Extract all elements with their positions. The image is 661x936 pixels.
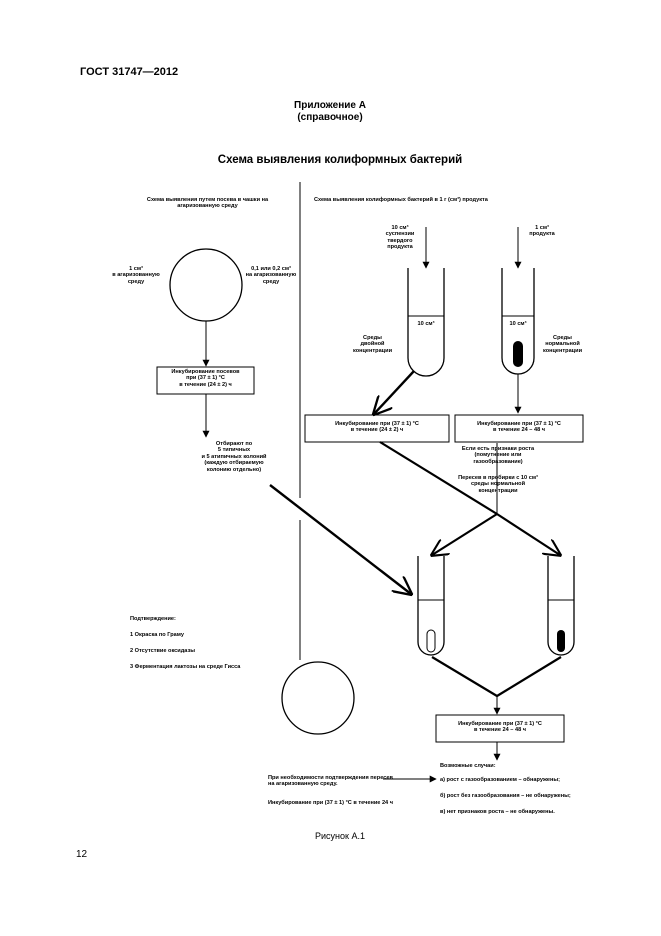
test-tube-3 xyxy=(417,556,445,656)
line-incub1-to-split xyxy=(379,441,498,515)
line-tube3-to-join xyxy=(431,656,498,697)
incubation-left-text: Инкубирование посевов при (37 ± 1) °С в … xyxy=(171,369,240,388)
arrow-tube-1-to-incubation xyxy=(374,370,415,414)
tube-3-insert xyxy=(426,629,436,653)
incubation-box-right-3 xyxy=(435,714,565,743)
petri-dish-bottom xyxy=(281,661,355,735)
bottom-incubation: Инкубирование при (37 ± 1) °С в течение … xyxy=(268,800,393,806)
bottom-note: При необходимости подтверждения пересев … xyxy=(268,775,393,788)
figure-title: Схема выявления колиформных бактерий xyxy=(217,154,463,166)
tube-4-gas-insert xyxy=(557,630,565,652)
annex-subtitle: (справочное) xyxy=(297,112,363,123)
page-number: 12 xyxy=(76,849,88,860)
case-b: б) рост без газообразования – не обнаруж… xyxy=(440,793,571,799)
volume-right-label: 0,1 или 0,2 см³ на агаризованную среду xyxy=(245,266,297,285)
select-colonies-text: Отбирают по 5 типичных и 5 атипичных кол… xyxy=(201,441,267,473)
reseed-text: Пересев в пробирки с 10 см³ среды нормал… xyxy=(458,475,538,494)
medium-normal-label: Среды нормальной концентрации xyxy=(542,335,583,354)
incubation-right-1-text: Инкубирование при (37 ± 1) °С в течение … xyxy=(335,421,419,434)
case-c: в) нет признаков роста – не обнаружены. xyxy=(440,809,555,815)
annex-title: Приложение А xyxy=(294,100,366,111)
right-heading: Схема выявления колиформных бактерий в 1… xyxy=(314,197,488,203)
line-split-right xyxy=(496,513,560,555)
left-heading: Схема выявления путем посева в чашки на … xyxy=(146,197,269,210)
tube-1-volume: 10 см³ xyxy=(417,321,435,327)
petri-dish-top xyxy=(169,248,243,322)
incubation-right-2-text: Инкубирование при (37 ± 1) °С в течение … xyxy=(477,421,561,434)
standard-header: ГОСТ 31747—2012 xyxy=(80,66,179,78)
tube-2-gas-insert xyxy=(513,341,523,367)
tube-1-label: 10 см³ суспензии твердого продукта xyxy=(385,225,415,251)
incubation-box-right-2 xyxy=(454,414,584,443)
growth-condition-text: Если есть признаки роста (помутнение или… xyxy=(461,446,535,465)
line-tube4-to-join xyxy=(496,656,562,697)
cases-title: Возможные случаи: xyxy=(440,763,496,769)
test-tube-4 xyxy=(547,556,575,656)
confirm-title: Подтверждение: xyxy=(130,616,176,622)
confirm-step-1: 1 Окраска по Граму xyxy=(130,632,184,638)
test-tube-1 xyxy=(407,268,445,377)
line-split-left xyxy=(432,513,498,555)
confirm-step-2: 2 Отсутствие оксидазы xyxy=(130,648,196,654)
incubation-box-right-1 xyxy=(304,414,450,443)
tube-2-volume: 10 см³ xyxy=(509,321,527,327)
incubation-right-3-text: Инкубирование при (37 ± 1) °С в течение … xyxy=(458,721,542,734)
arrow-colonies-to-tube xyxy=(269,484,411,594)
tube-2-label: 1 см³ продукта xyxy=(529,225,555,238)
case-a: а) рост с газообразованием – обнаружены; xyxy=(440,777,561,783)
medium-double-label: Среды двойной концентрации xyxy=(352,335,393,354)
confirm-step-3: 3 Ферментация лактозы на среде Гисса xyxy=(130,664,241,670)
figure-caption: Рисунок А.1 xyxy=(315,831,365,841)
volume-left-label: 1 см³ в агаризованную среду xyxy=(112,266,160,285)
